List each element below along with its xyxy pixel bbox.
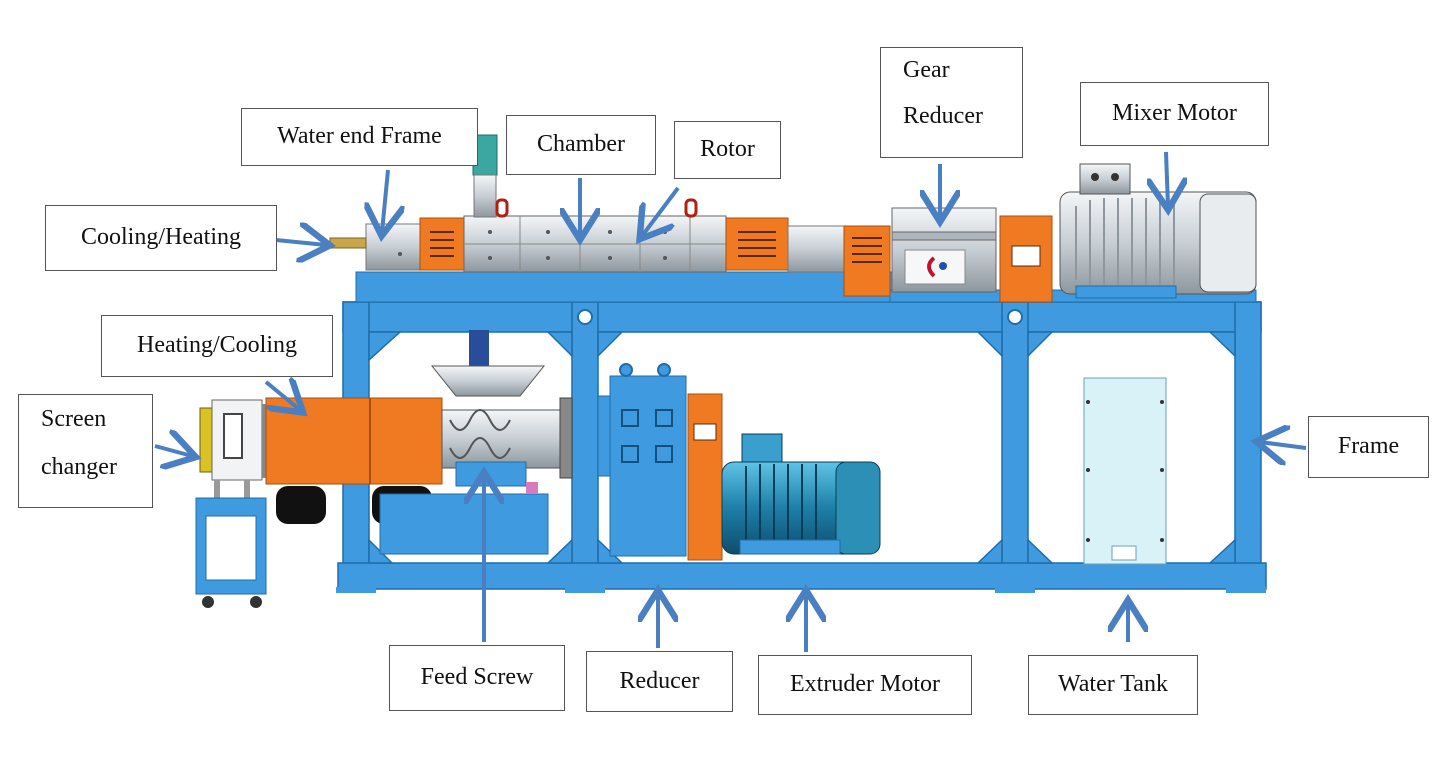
water-tank [1083,377,1167,565]
lower-coupling-guard [687,393,723,561]
label-gear-reducer-line2: Reducer [903,102,983,129]
label-extruder-motor: Extruder Motor [758,655,972,715]
upper-heater-box [843,225,891,297]
feed-screw [379,330,573,555]
label-screen-changer: Screen changer [18,394,153,508]
label-frame: Frame [1308,416,1429,478]
label-feed-screw: Feed Screw [389,645,565,711]
label-chamber: Chamber [506,115,656,175]
label-cooling-heating: Cooling/Heating [45,205,277,271]
label-screen-changer-line2: changer [41,454,117,480]
label-reducer: Reducer [586,651,733,712]
arrow-frame [1260,442,1307,448]
lower-reducer [597,363,687,557]
coupling-guard [999,215,1053,303]
gear-reducer [891,207,997,293]
arrow-mixer-motor [1166,151,1168,206]
arrow-cooling-heating [275,240,326,245]
extruder-motor [721,433,881,555]
label-screen-changer-line1: Screen [41,406,107,432]
upper-heater-right [725,217,789,271]
arrows [154,151,1307,652]
screen-changer-cart [195,497,267,608]
screen-changer [199,399,268,502]
label-gear-reducer: Gear Reducer [880,47,1023,158]
upper-heater-left [419,217,465,271]
mixer-motor [1059,163,1257,299]
upper-base-plate [355,271,897,303]
label-water-tank: Water Tank [1028,655,1198,715]
frame-details [336,309,1266,593]
arrow-rotor [642,186,680,236]
arrow-heating-cooling [264,382,300,410]
label-heating-cooling: Heating/Cooling [101,315,333,377]
label-mixer-motor: Mixer Motor [1080,82,1269,146]
label-rotor: Rotor [674,121,781,179]
water-end-frame [329,223,421,271]
arrow-screen-changer [154,446,192,456]
label-water-end-frame: Water end Frame [241,108,478,166]
arrow-water-end-frame [382,169,388,232]
label-gear-reducer-line1: Gear [903,57,950,83]
upper-shaft-housing [787,225,845,273]
